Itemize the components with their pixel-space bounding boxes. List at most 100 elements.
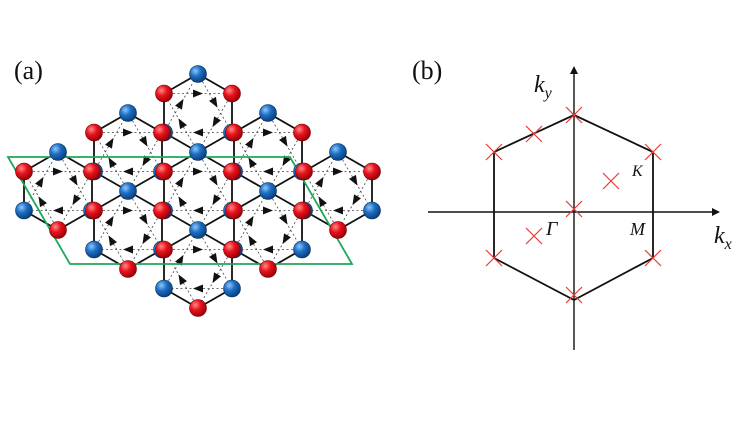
hopping-arrow (209, 174, 218, 186)
hopping-arrow (142, 233, 151, 245)
blue-site (259, 182, 277, 200)
red-site (329, 221, 347, 239)
red-site (189, 299, 207, 317)
blue-site (119, 104, 137, 122)
red-site (155, 240, 173, 259)
hopping-arrow (178, 118, 187, 130)
red-site (223, 84, 241, 103)
hopping-arrow (123, 128, 133, 137)
lattice-sites (15, 65, 381, 317)
zone-markers (485, 106, 662, 304)
hopping-arrow (209, 252, 218, 264)
hopping-arrow (123, 167, 133, 176)
red-site (83, 162, 101, 181)
red-site (155, 84, 173, 103)
blue-site (85, 240, 103, 259)
red-site (223, 162, 241, 181)
hopping-arrow (193, 167, 203, 176)
hopping-arrow (212, 272, 221, 284)
hopping-arrows (35, 89, 361, 293)
red-site (153, 201, 171, 220)
red-site (153, 123, 171, 142)
blue-site (363, 201, 381, 220)
red-site (15, 162, 33, 181)
panel-b-label: (b) (412, 56, 442, 85)
blue-site (189, 221, 207, 239)
hopping-arrow (175, 98, 184, 110)
hopping-arrow (139, 213, 148, 225)
zone-marker (565, 106, 583, 124)
hopping-arrow (245, 137, 254, 149)
ky-axis-label: ky (534, 72, 553, 102)
hopping-arrow (263, 245, 273, 254)
hopping-arrow (142, 155, 151, 167)
zone-marker (525, 125, 543, 143)
hopping-arrow (139, 135, 148, 147)
red-site (363, 162, 381, 181)
hopping-arrow (209, 96, 218, 108)
m-point-label: M (629, 219, 646, 239)
hopping-lines (23, 73, 373, 309)
zone-marker (565, 286, 583, 304)
hopping-arrow (38, 196, 47, 208)
hopping-arrow (248, 157, 257, 169)
zone-marker (644, 143, 662, 161)
hopping-arrow (333, 167, 343, 176)
blue-site (189, 143, 207, 161)
brillouin-zone-panel: ky kx Γ K M (428, 66, 732, 350)
hopping-arrow (263, 128, 273, 137)
zone-marker (485, 143, 503, 161)
hopping-arrow (279, 135, 288, 147)
hopping-arrow (193, 245, 203, 254)
zone-marker (525, 227, 543, 245)
hopping-arrow (105, 215, 114, 227)
red-site (85, 201, 103, 220)
hopping-arrow (175, 176, 184, 188)
hopping-arrow (193, 206, 203, 215)
red-site (293, 201, 311, 220)
red-site (85, 123, 103, 142)
blue-site (293, 240, 311, 259)
red-site (225, 201, 243, 220)
blue-site (15, 201, 33, 220)
blue-site (49, 143, 67, 161)
hopping-arrow (123, 245, 133, 254)
hopping-arrow (263, 167, 273, 176)
honeycomb-lattice (6, 65, 381, 317)
hopping-arrow (279, 213, 288, 225)
hopping-arrow (315, 176, 324, 188)
red-site (155, 162, 173, 181)
blue-site (189, 65, 207, 83)
red-site (295, 162, 313, 181)
red-site (49, 221, 67, 239)
hopping-arrow (178, 196, 187, 208)
gamma-point-label: Γ (545, 218, 559, 240)
hopping-arrow (53, 206, 63, 215)
hopping-arrow (193, 284, 203, 293)
hopping-arrow (193, 89, 203, 98)
hopping-arrow (263, 206, 273, 215)
hopping-arrow (333, 206, 343, 215)
red-site (223, 240, 241, 259)
blue-site (259, 104, 277, 122)
panel-a-label: (a) (14, 56, 43, 85)
hopping-arrow (105, 137, 114, 149)
zone-marker (602, 172, 620, 190)
hopping-arrow (175, 254, 184, 266)
hopping-arrow (53, 167, 63, 176)
hopping-arrow (69, 174, 78, 186)
hopping-arrow (282, 233, 291, 245)
hopping-arrow (35, 176, 44, 188)
hopping-arrow (178, 274, 187, 286)
zone-marker (565, 200, 583, 218)
red-site (225, 123, 243, 142)
blue-site (223, 279, 241, 298)
blue-site (119, 182, 137, 200)
hopping-arrow (245, 215, 254, 227)
hopping-arrow (349, 174, 358, 186)
red-site (259, 260, 277, 278)
hopping-arrow (193, 128, 203, 137)
hopping-arrow (108, 157, 117, 169)
nearest-neighbor-bonds (23, 73, 373, 309)
